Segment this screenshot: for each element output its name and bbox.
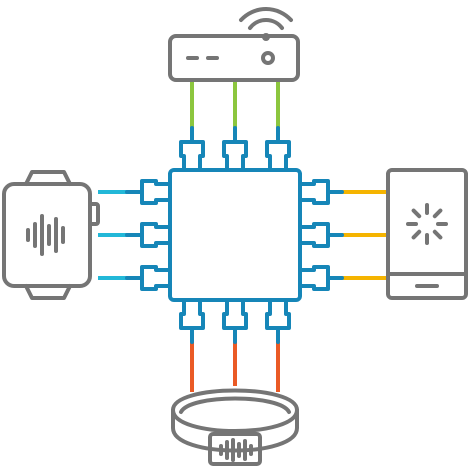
chip-pin-right-1: [298, 179, 330, 205]
band-waveform-icon: [219, 438, 253, 462]
chip-pin-right-3: [298, 265, 330, 291]
fitness-band: [171, 388, 299, 466]
band-front: [171, 408, 299, 453]
chip-pin-right-2: [298, 222, 330, 248]
phone-body: [386, 168, 468, 300]
chip-pin-top-1: [179, 140, 205, 172]
waveform-icon: [26, 214, 65, 256]
chip-pin-left-1: [140, 179, 172, 205]
processor-chip: [125, 126, 344, 344]
chip-pin-top-3: [265, 140, 291, 172]
band-display: [208, 432, 262, 466]
chip-pin-left-2: [140, 222, 172, 248]
chip-pin-bottom-2: [222, 298, 248, 330]
wires-top: [190, 80, 280, 128]
watch-crown: [88, 202, 100, 226]
smartphone: [386, 168, 468, 300]
router-body: [168, 34, 300, 82]
chip-pin-top-2: [222, 140, 248, 172]
watch-strap-top: [24, 170, 72, 186]
chip-pin-left-3: [140, 265, 172, 291]
smartwatch: [2, 170, 100, 300]
watch-body: [2, 182, 92, 288]
wires-left: [98, 190, 127, 280]
wires-bottom: [190, 342, 280, 392]
router-power-indicator: [261, 51, 275, 65]
wires-right: [342, 190, 386, 280]
chip-pin-bottom-3: [265, 298, 291, 330]
loading-spinner-icon: [406, 203, 448, 245]
chip-pin-bottom-1: [179, 298, 205, 330]
watch-strap-bottom: [24, 284, 72, 300]
band-inner-rim: [179, 396, 291, 414]
band-back: [171, 388, 299, 412]
chip-body: [168, 168, 302, 302]
wifi-router: [168, 7, 300, 82]
